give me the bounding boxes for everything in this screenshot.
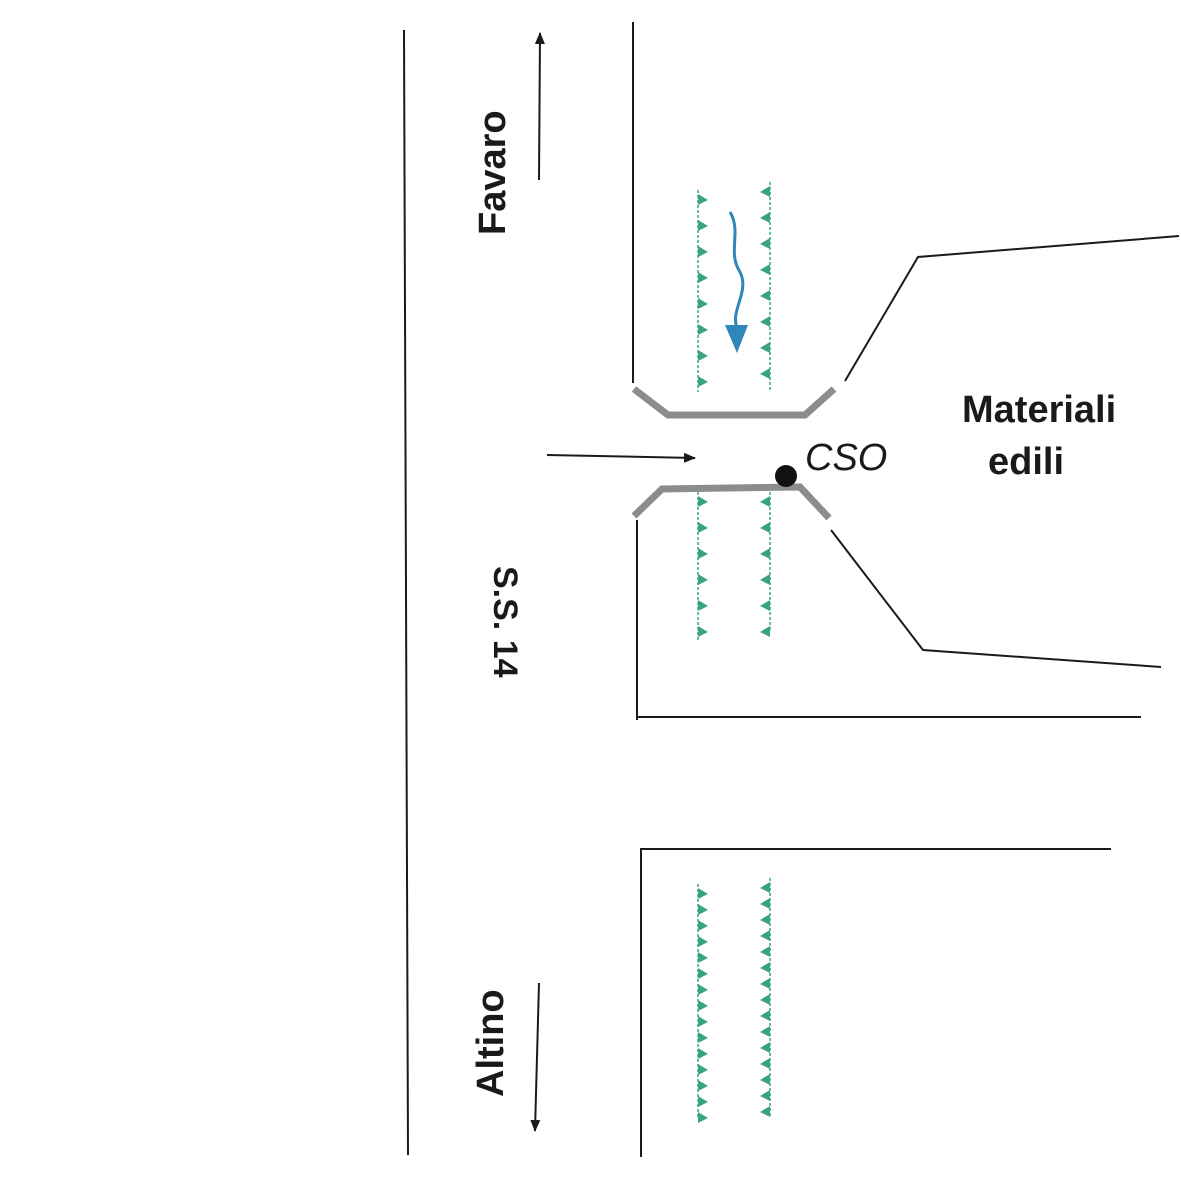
grass-bank-icon: [760, 316, 770, 327]
grass-bank-icon: [760, 1042, 770, 1053]
grass-bank-icon: [698, 220, 708, 231]
grass-bank-icon: [698, 376, 708, 387]
grass-bank-icon: [760, 212, 770, 223]
cso-label: CSO: [805, 437, 888, 479]
grass-bank-icon: [760, 496, 770, 507]
property-north-boundary-lower: [640, 848, 1111, 1157]
road-label: S.S. 14: [486, 566, 524, 678]
grass-bank-icon: [760, 342, 770, 353]
grass-bank-icon: [760, 1058, 770, 1069]
grass-bank-icon: [760, 290, 770, 301]
grass-bank-icon: [760, 368, 770, 379]
grass-bank-icon: [698, 1112, 708, 1123]
grass-bank-icon: [698, 600, 708, 611]
grass-bank-icon: [760, 626, 770, 637]
inflow-arrow: [546, 452, 696, 463]
favaro-label: Favaro: [472, 110, 514, 235]
outfall-point-icon: [775, 465, 797, 487]
grass-bank-icon: [698, 1016, 708, 1027]
grass-bank-icon: [698, 272, 708, 283]
grass-bank-icon: [698, 1032, 708, 1043]
grass-bank-icon: [760, 574, 770, 585]
grass-bank-icon: [760, 1106, 770, 1117]
grass-bank-icon: [698, 496, 708, 507]
grass-bank-icon: [760, 1026, 770, 1037]
grass-bank-icon: [698, 920, 708, 931]
grass-bank-icon: [698, 1080, 708, 1091]
grass-bank-icon: [760, 548, 770, 559]
grass-bank-icon: [698, 1048, 708, 1059]
grass-bank-icon: [760, 1010, 770, 1021]
grass-bank-icon: [698, 1000, 708, 1011]
grass-bank-icon: [760, 186, 770, 197]
grass-bank-icon: [760, 978, 770, 989]
favaro-direction-arrow: [534, 32, 545, 181]
grass-bank-icon: [698, 324, 708, 335]
grass-bank-icon: [760, 600, 770, 611]
grass-bank-icon: [698, 194, 708, 205]
grass-bank-icon: [698, 968, 708, 979]
grass-bank-icon: [698, 350, 708, 361]
grass-bank-icon: [698, 246, 708, 257]
grass-bank-icon: [698, 888, 708, 899]
grass-bank-icon: [698, 1064, 708, 1075]
site-label-line1: Materiali: [962, 389, 1117, 431]
grass-bank-icon: [760, 882, 770, 893]
grass-bank-icon: [698, 626, 708, 637]
grass-bank-icon: [698, 904, 708, 915]
grass-bank-icon: [760, 238, 770, 249]
grass-bank-icon: [698, 574, 708, 585]
grass-bank-icon: [698, 952, 708, 963]
grass-bank-icon: [698, 298, 708, 309]
altino-direction-arrow: [530, 982, 541, 1132]
site-boundary-top: [844, 235, 1180, 382]
grass-bank-icon: [760, 930, 770, 941]
culvert-wall-south: [631, 483, 832, 521]
grass-bank-icon: [760, 962, 770, 973]
vegetation-banks: [697, 182, 771, 1123]
grass-bank-icon: [760, 914, 770, 925]
water-flow-arrow-icon: [725, 211, 748, 353]
grass-bank-icon: [760, 946, 770, 957]
grass-bank-icon: [698, 984, 708, 995]
grass-bank-icon: [760, 994, 770, 1005]
grass-bank-icon: [760, 522, 770, 533]
grass-bank-icon: [698, 548, 708, 559]
grass-bank-icon: [698, 936, 708, 947]
altino-label: Altino: [470, 989, 512, 1097]
site-boundary-bottom: [830, 529, 1162, 668]
grass-bank-icon: [760, 898, 770, 909]
site-label-line2: edili: [988, 441, 1065, 483]
grass-bank-icon: [698, 1096, 708, 1107]
grass-bank-icon: [760, 1090, 770, 1101]
grass-bank-icon: [698, 522, 708, 533]
grass-bank-icon: [760, 264, 770, 275]
road-west-edge: [403, 29, 409, 1156]
culvert-wall-north: [631, 386, 837, 419]
grass-bank-icon: [760, 1074, 770, 1085]
